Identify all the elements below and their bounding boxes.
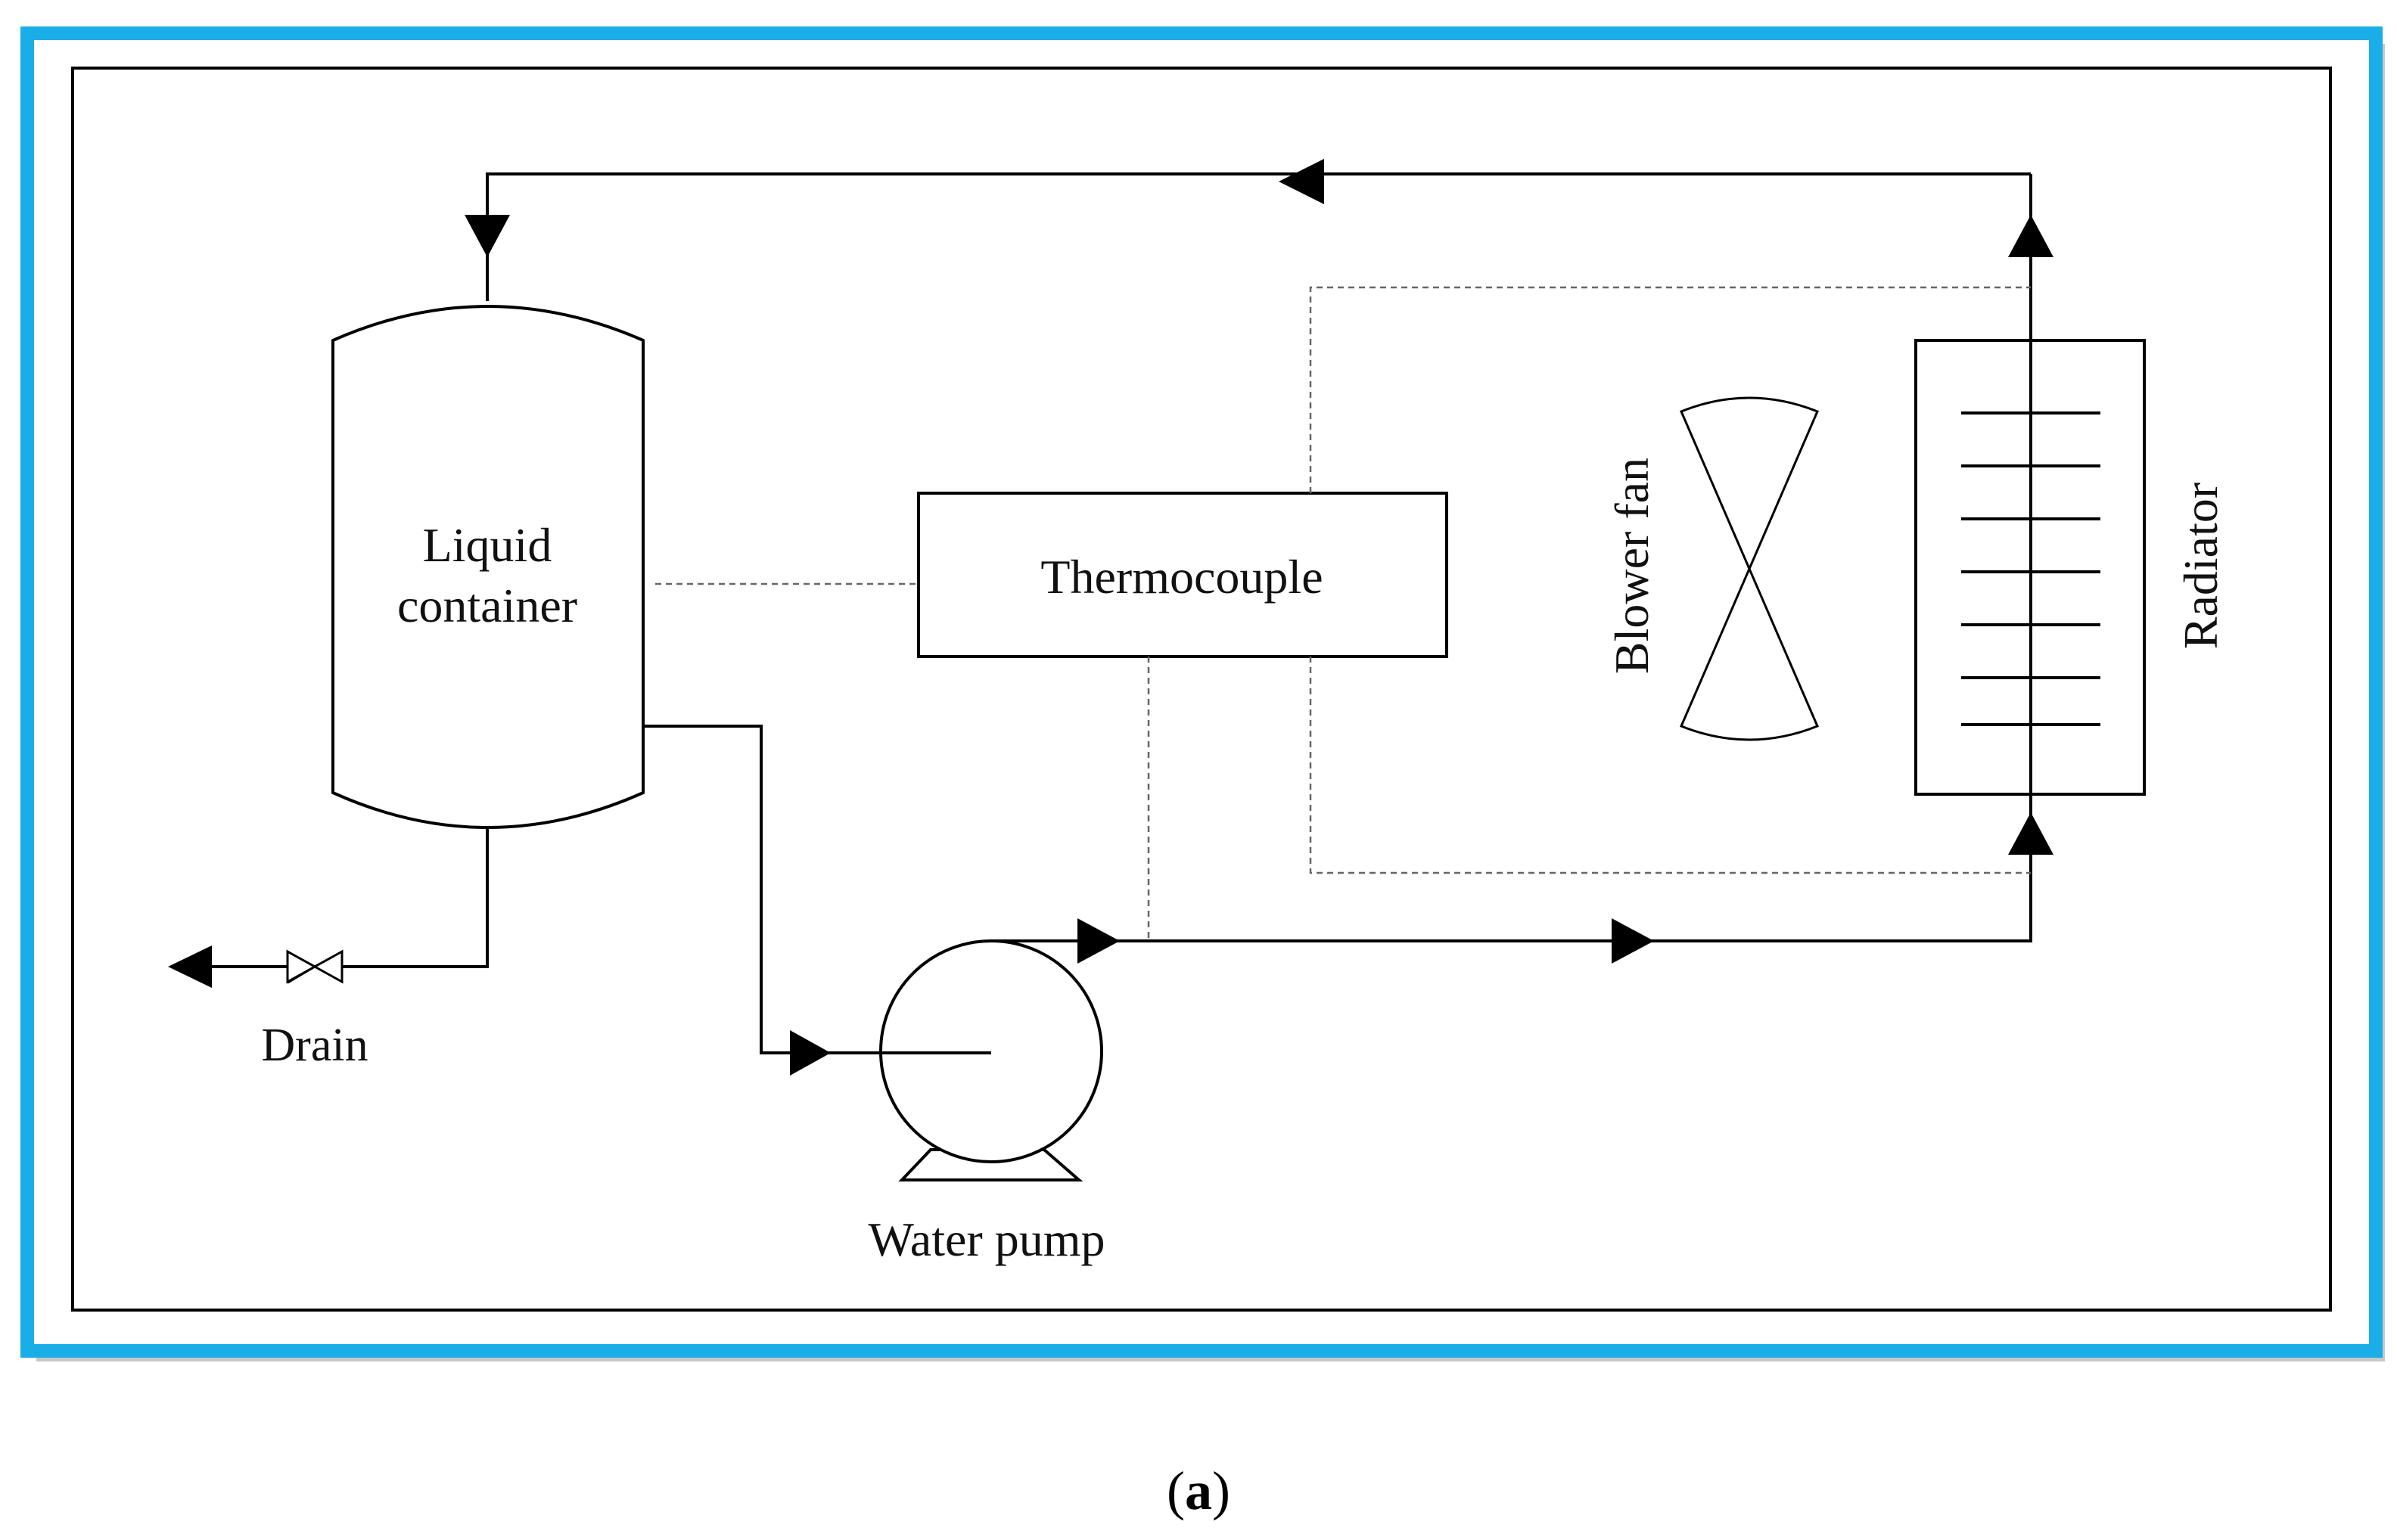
blower-fan [1680,396,1819,741]
return-arrow-down [465,215,510,257]
thermocouple-box [917,492,1448,658]
fan-blade-top [1680,396,1819,572]
drain-valve-left [286,949,318,984]
drain-label: Drain [261,1020,368,1071]
blower-fan-label: Blower fan [1605,458,1659,674]
radiator-fins [1961,411,2100,726]
figure-caption: (a) [1167,1461,1230,1521]
container-label-line2: container [397,579,577,632]
pump-discharge-pipe [991,793,2032,942]
radiator-inlet-arrow [2008,812,2053,855]
radiator-label: Radiator [2174,483,2228,649]
fan-blade-bottom [1680,566,1819,741]
thermocouple-label: Thermocouple [1040,550,1323,604]
container-label-line1: Liquid [423,518,552,572]
signal-radiator-inlet [1309,657,2031,874]
liquid-container [331,305,645,829]
signal-radiator-outlet [1309,286,2031,493]
drain-valve-right [312,949,344,984]
drain-arrow [168,945,212,988]
suction-arrow [790,1030,831,1076]
water-pump-label: Water pump [869,1212,1105,1266]
riser-arrow-up [2008,215,2053,257]
return-arrow-left [1279,159,1324,204]
discharge-arrow-2 [1612,918,1654,964]
return-pipe [486,172,2031,301]
discharge-arrow-1 [1077,918,1120,964]
drain-pipe [182,827,489,968]
